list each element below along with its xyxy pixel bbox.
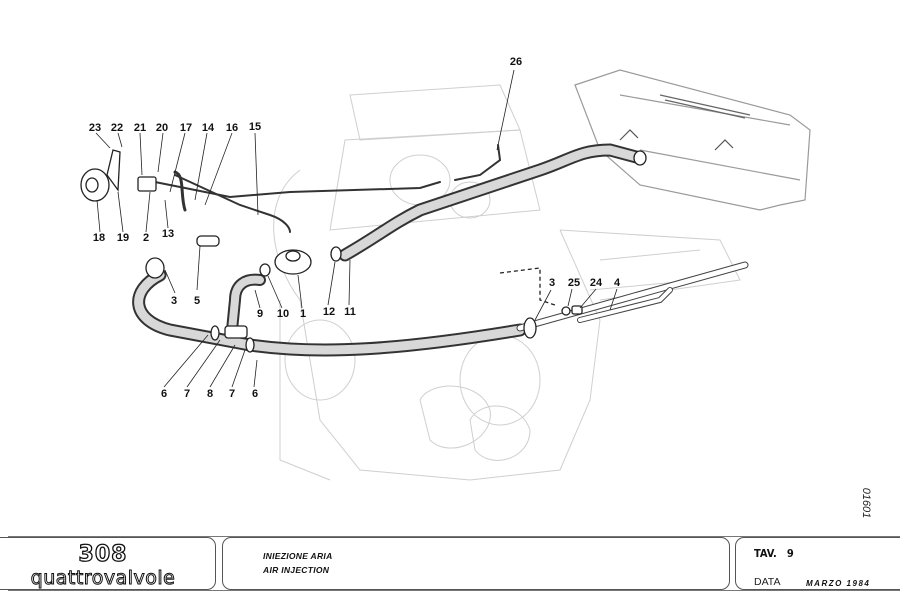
description-english: AIR INJECTION — [263, 565, 330, 575]
check-valve-3a — [145, 257, 165, 279]
air-injection-exploded-diagram — [80, 69, 811, 481]
clamp-outlet — [633, 150, 647, 166]
callout-18: 18 — [92, 232, 106, 244]
callout-19: 19 — [116, 232, 130, 244]
callout-1: 1 — [299, 308, 307, 320]
tav-number: 9 — [786, 547, 794, 560]
date-value: MARZO 1984 — [806, 579, 871, 588]
solenoid-2 — [137, 176, 157, 192]
callout-8: 8 — [206, 388, 214, 400]
callout-15: 15 — [248, 121, 262, 133]
sensor-wire-26 — [454, 144, 502, 181]
description-italian: INIEZIONE ARIA — [263, 551, 333, 561]
logo-308: 308 — [78, 541, 128, 567]
callout-6-right: 6 — [251, 388, 259, 400]
title-block-bottom-rule — [8, 590, 900, 591]
union-25 — [561, 306, 571, 316]
document-number: 01601 — [860, 487, 872, 519]
logo-quattrovalvole: quattrovalvole — [30, 567, 176, 590]
callout-3-right: 3 — [548, 277, 556, 289]
callout-6-left: 6 — [160, 388, 168, 400]
description-box: INIEZIONE ARIA AIR INJECTION — [222, 537, 730, 590]
callout-25: 25 — [567, 277, 581, 289]
callout-14: 14 — [201, 122, 215, 134]
title-block-top-rule — [8, 536, 900, 537]
dashed-leader — [499, 267, 556, 306]
callout-21: 21 — [133, 122, 147, 134]
callout-5: 5 — [193, 295, 201, 307]
callout-2: 2 — [142, 232, 150, 244]
callout-7-left: 7 — [183, 388, 191, 400]
hoses — [132, 143, 749, 357]
bracket-19 — [106, 149, 121, 192]
callout-17: 17 — [179, 122, 193, 134]
fitting-24 — [571, 305, 583, 315]
callout-16: 16 — [225, 122, 239, 134]
callout-24: 24 — [589, 277, 603, 289]
clamp-12 — [330, 246, 342, 262]
callout-22: 22 — [110, 122, 124, 134]
callout-26: 26 — [509, 56, 523, 68]
leader-lines — [95, 69, 618, 388]
date-label: DATA — [754, 576, 781, 588]
valve-1 — [274, 249, 312, 275]
t-piece-8 — [224, 325, 248, 339]
vacuum-line-15 — [174, 174, 291, 233]
check-valve-3b — [523, 317, 537, 339]
callout-23: 23 — [88, 122, 102, 134]
fitting-5 — [196, 235, 220, 247]
callout-11: 11 — [344, 306, 356, 318]
logo-box: 308 quattrovalvole — [0, 537, 216, 590]
tav-label: TAV. — [754, 547, 777, 560]
sheet-info-box: TAV. 9 DATA MARZO 1984 — [735, 537, 900, 590]
callout-7-right: 7 — [228, 388, 236, 400]
callout-3-left: 3 — [170, 295, 178, 307]
callout-9: 9 — [256, 308, 264, 320]
callout-10: 10 — [276, 308, 290, 320]
air-filter-box — [574, 69, 811, 211]
callout-13: 13 — [161, 228, 175, 240]
sheet-number: TAV. 9 — [754, 547, 794, 560]
callout-4: 4 — [613, 277, 621, 289]
callout-20: 20 — [155, 122, 169, 134]
vacuum-line-14 — [154, 181, 441, 199]
clamp-10 — [259, 263, 271, 277]
components — [80, 149, 647, 353]
callout-12: 12 — [322, 306, 336, 318]
vacuum-line-17 — [173, 170, 187, 212]
